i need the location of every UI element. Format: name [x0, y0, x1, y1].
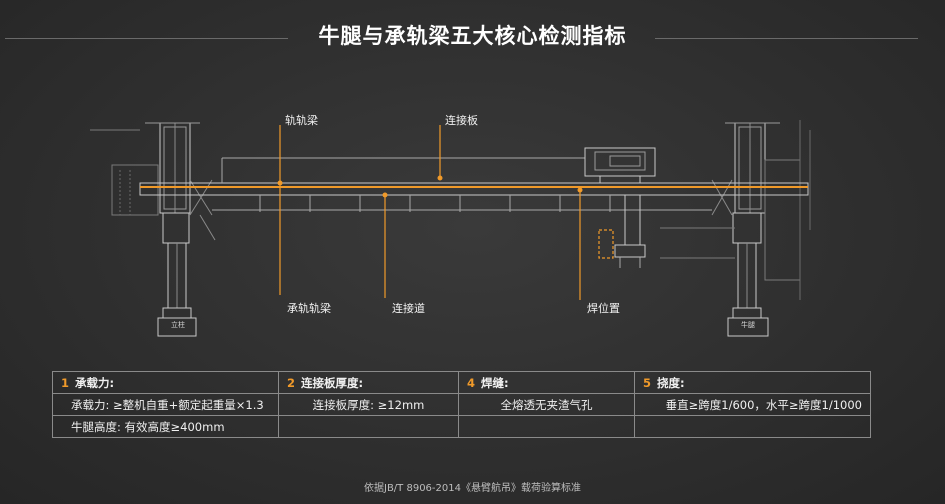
- callout-rail-beam: 轨轨梁: [285, 114, 318, 127]
- table-row: 牛腿高度: 有效高度≥400mm: [52, 415, 871, 438]
- callout-weld-position: 焊位置: [587, 302, 620, 315]
- callout-leaders: [279, 125, 614, 300]
- left-column-label: 立柱: [171, 321, 185, 329]
- table-cell: [278, 415, 459, 438]
- table-cell: 承载力: ≥整机自重+额定起重量×1.3: [52, 393, 279, 416]
- table-cell: 垂直≥跨度1/600，水平≥跨度1/1000: [634, 393, 871, 416]
- table-cell: 全熔透无夹渣气孔: [458, 393, 635, 416]
- callout-connecting-plate: 连接板: [445, 114, 478, 127]
- footnote-standard: 依据JB/T 8906-2014《悬臂航吊》载荷验算标准: [364, 483, 581, 494]
- callout-connecting-way: 连接道: [392, 302, 425, 315]
- right-column-label: 牛腿: [741, 321, 755, 329]
- right-column: [711, 120, 811, 337]
- table-cell: 牛腿高度: 有效高度≥400mm: [52, 415, 279, 438]
- callout-bearing-rail-beam: 承轨轨梁: [287, 302, 331, 315]
- table-cell: [634, 415, 871, 438]
- girder-hangers: [259, 195, 611, 212]
- page-title: 牛腿与承轨梁五大核心检测指标: [318, 24, 627, 48]
- hoist-trolley: [584, 147, 656, 183]
- title-row: 牛腿与承轨梁五大核心检测指标: [0, 18, 945, 58]
- hook-assembly: [614, 195, 735, 268]
- table-cell: [458, 415, 635, 438]
- left-column: [90, 122, 216, 337]
- title-rule-left: [5, 38, 288, 39]
- table-cell: 连接板厚度: ≥12mm: [278, 393, 459, 416]
- title-rule-right: [655, 38, 918, 39]
- main-girder: [139, 182, 809, 211]
- table-row: 承载力: ≥整机自重+额定起重量×1.3 连接板厚度: ≥12mm 全熔透无夹渣…: [52, 393, 871, 416]
- crane-structure-diagram: [90, 120, 811, 337]
